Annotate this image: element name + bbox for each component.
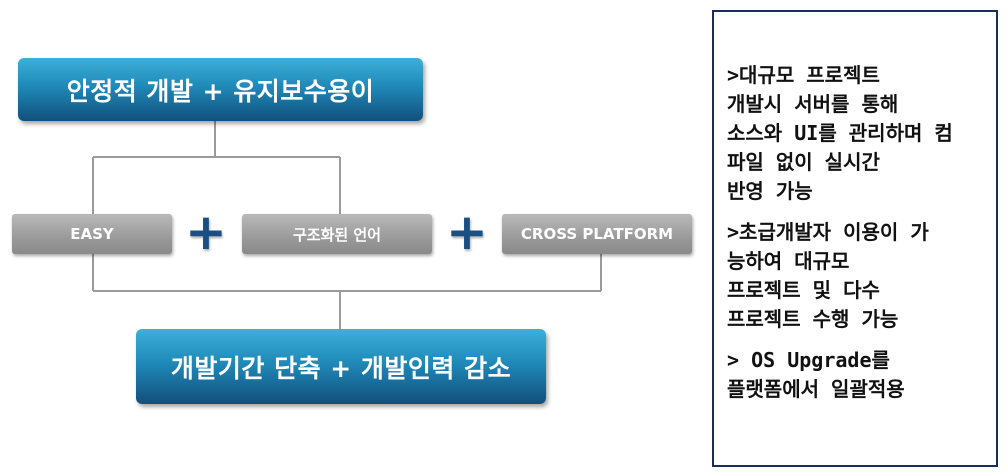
connector-lines bbox=[92, 121, 602, 329]
note-line: 파일 없이 실시간 bbox=[727, 150, 880, 174]
feature-box-structured-language: 구조화된 언어 bbox=[242, 214, 432, 254]
note-item: >초급개발자 이용이 가 능하여 대규모 프로젝트 및 다수 프로젝트 수행 가… bbox=[727, 218, 986, 334]
bottom-connector bbox=[92, 254, 602, 329]
note-item: >대규모 프로젝트 개발시 서버를 통해 소스와 UI를 관리하며 컴 파일 없… bbox=[727, 61, 986, 206]
bottom-result-box: 개발기간 단축 + 개발인력 감소 bbox=[136, 329, 546, 404]
note-line: > OS Upgrade를 bbox=[727, 348, 890, 372]
note-line: 프로젝트 및 다수 bbox=[727, 278, 880, 302]
top-goal-box: 안정적 개발 + 유지보수용이 bbox=[18, 58, 423, 121]
note-line: 개발시 서버를 통해 bbox=[727, 92, 899, 116]
note-line: 능하여 대규모 bbox=[727, 249, 850, 273]
feature-label-cross-platform: CROSS PLATFORM bbox=[520, 225, 674, 243]
feature-box-easy: EASY bbox=[12, 214, 172, 254]
note-item: > OS Upgrade를 플랫폼에서 일괄적용 bbox=[727, 346, 986, 404]
top-connector bbox=[92, 121, 341, 214]
feature-label-easy: EASY bbox=[70, 225, 114, 243]
plus-icon: + bbox=[446, 203, 488, 261]
note-line: >초급개발자 이용이 가 bbox=[727, 220, 929, 244]
feature-box-cross-platform: CROSS PLATFORM bbox=[502, 214, 692, 254]
feature-label-structured-language: 구조화된 언어 bbox=[292, 225, 382, 244]
note-line: 프로젝트 수행 가능 bbox=[727, 307, 899, 331]
note-line: 플랫폼에서 일괄적용 bbox=[727, 377, 905, 401]
bottom-result-label: 개발기간 단축 + 개발인력 감소 bbox=[170, 353, 512, 383]
plus-icon: + bbox=[185, 203, 227, 261]
note-line: >대규모 프로젝트 bbox=[727, 63, 880, 87]
note-line: 반영 가능 bbox=[727, 179, 813, 203]
note-line: 소스와 UI를 관리하며 컴 bbox=[727, 121, 953, 145]
top-goal-label: 안정적 개발 + 유지보수용이 bbox=[66, 76, 375, 106]
notes-panel: >대규모 프로젝트 개발시 서버를 통해 소스와 UI를 관리하며 컴 파일 없… bbox=[712, 10, 998, 467]
